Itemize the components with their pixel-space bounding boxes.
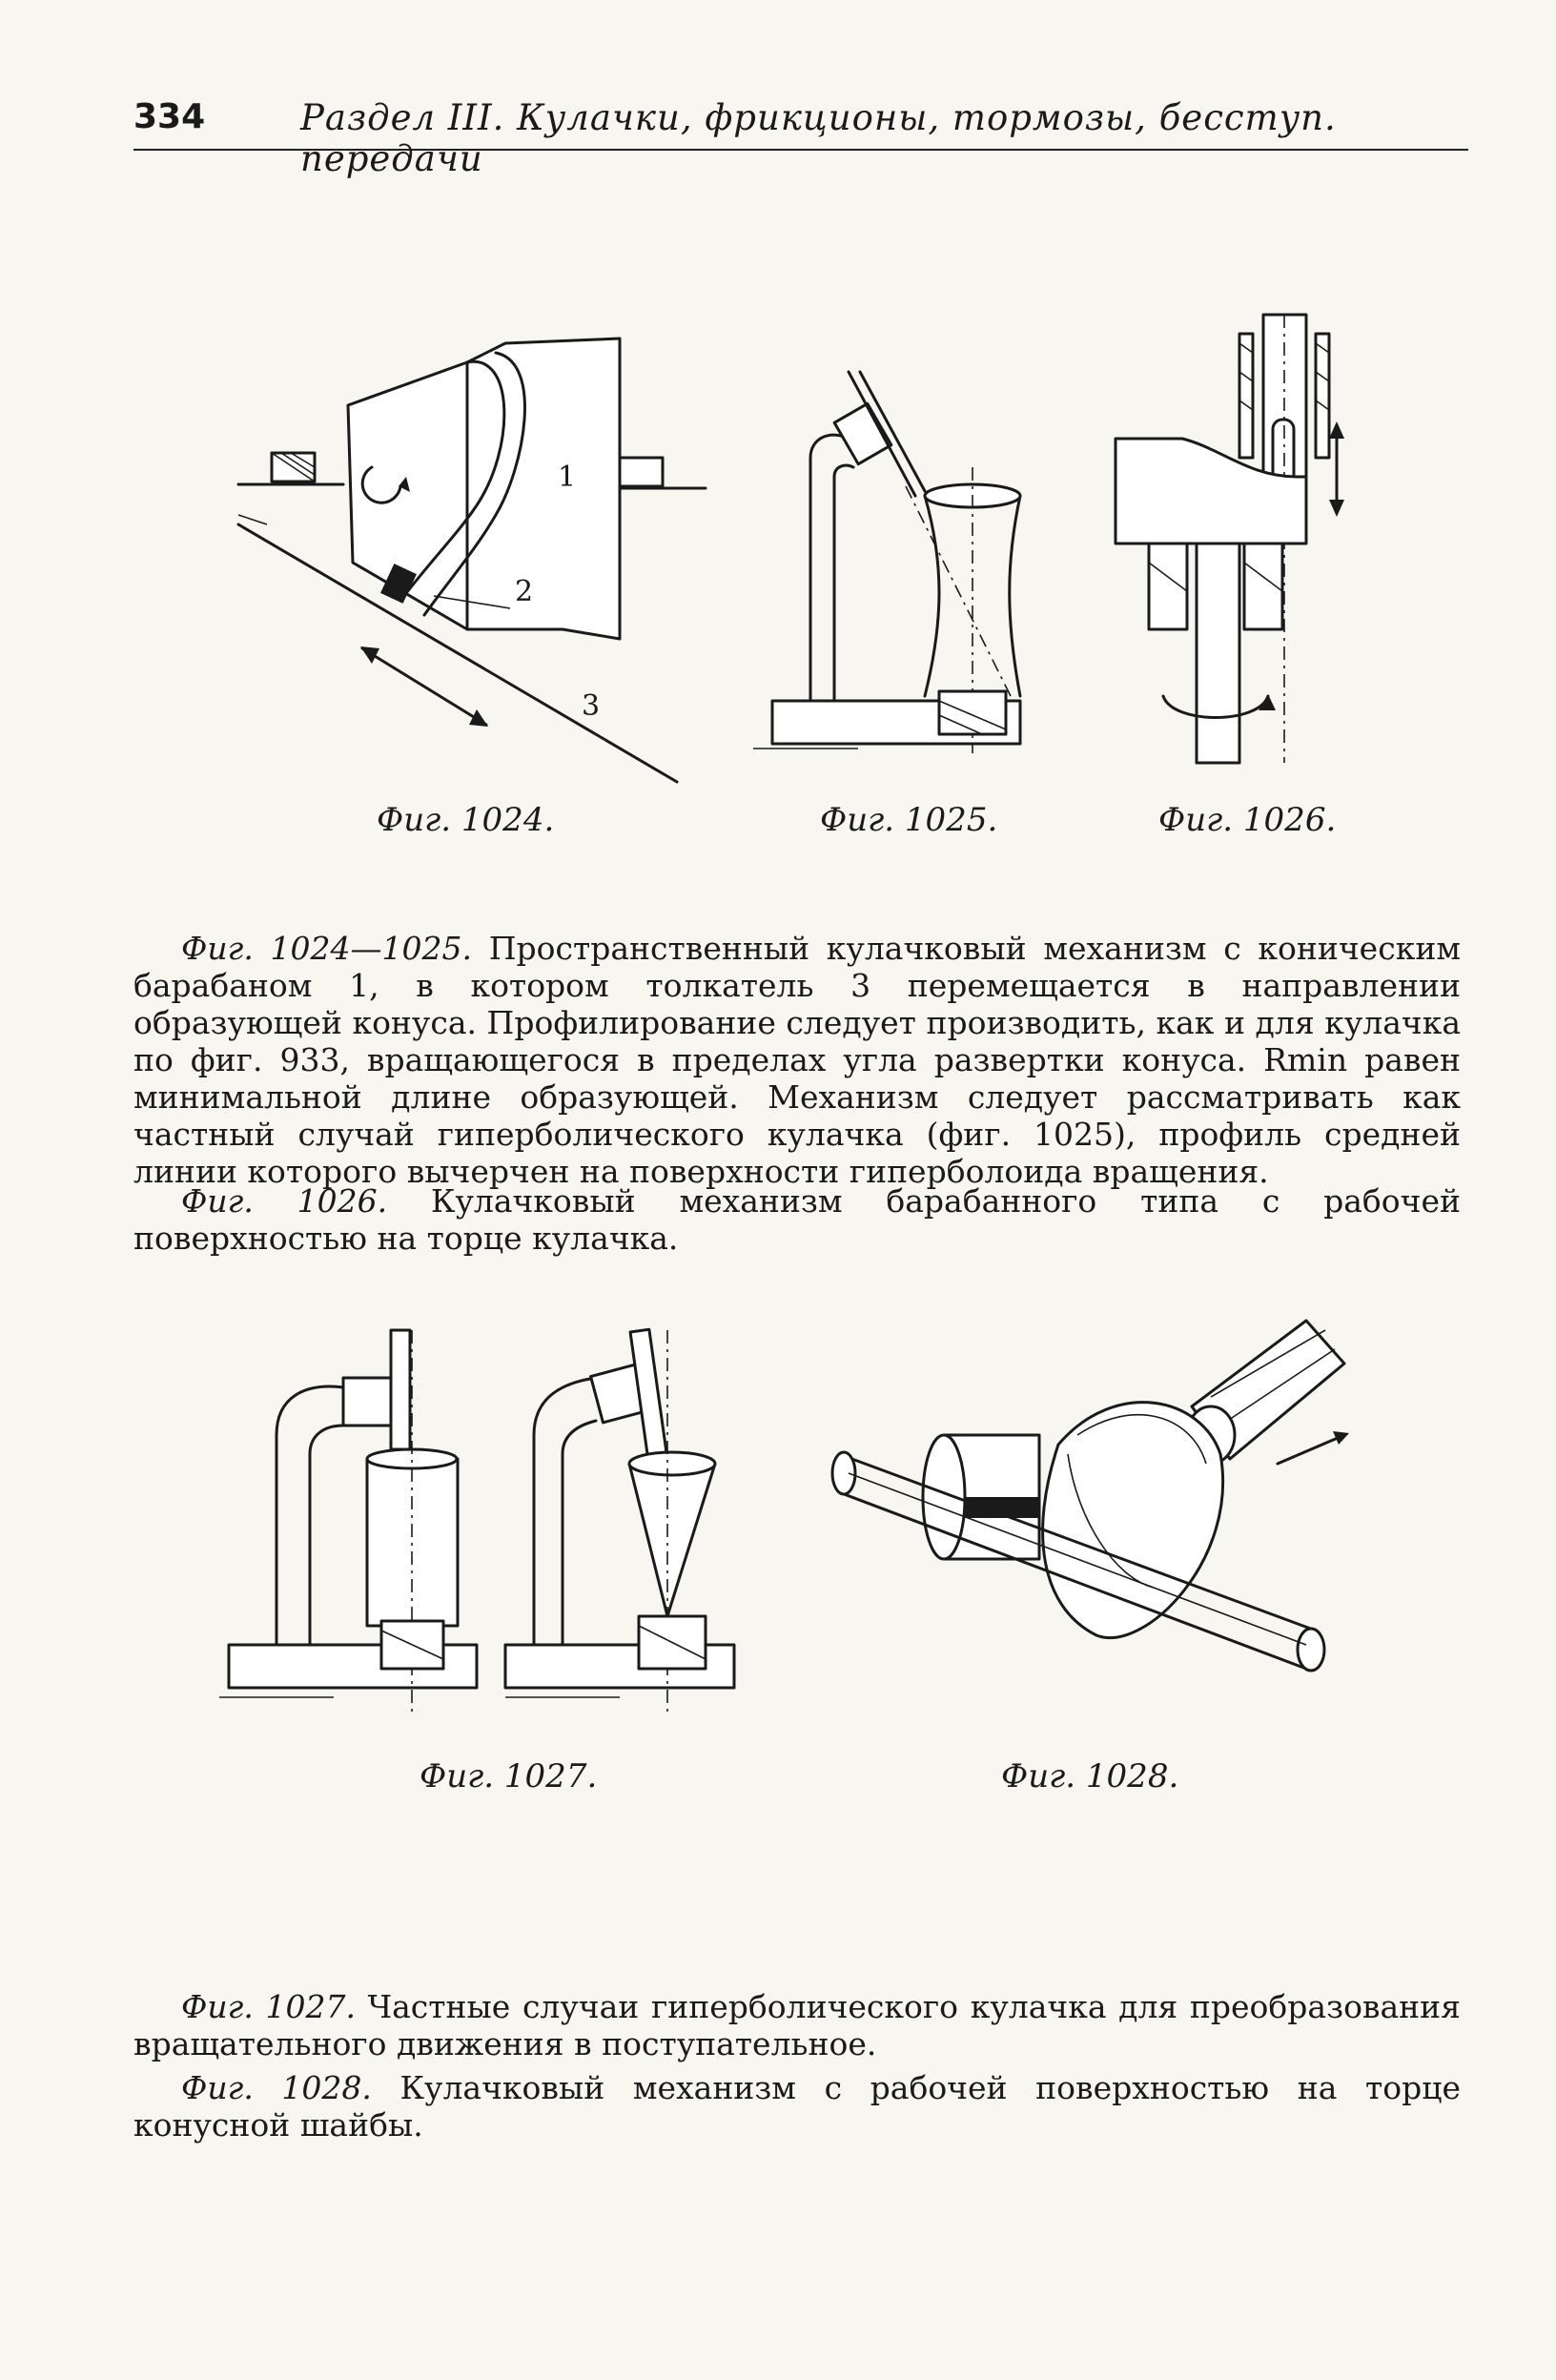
figure-1026-drawing bbox=[1114, 313, 1344, 765]
fig-1027-caption: Фиг. 1027. bbox=[420, 1757, 598, 1795]
paragraph-text: Пространственный кулачковый механизм с к… bbox=[133, 930, 1461, 1190]
figure-1028-drawing bbox=[830, 1319, 1349, 1672]
paragraph-fig-1028: Фиг. 1028. Кулачковый механизм с рабочей… bbox=[133, 2069, 1461, 2144]
roller-label: 2 bbox=[515, 575, 533, 608]
fig-1026-caption: Фиг. 1026. bbox=[1158, 801, 1337, 839]
page-header: 334 Раздел III. Кулачки, фрикционы, торм… bbox=[133, 92, 1468, 179]
paragraph-fig-1024-1025: Фиг. 1024—1025. Пространственный кулачко… bbox=[133, 930, 1461, 1190]
fig-1025-caption: Фиг. 1025. bbox=[820, 801, 998, 839]
paragraph-fig-1026: Фиг. 1026. Кулачковый механизм барабанно… bbox=[133, 1182, 1461, 1257]
fig-1024-caption: Фиг. 1024. bbox=[377, 801, 555, 839]
paragraph-text: Кулачковый механизм с рабочей поверхност… bbox=[133, 2069, 1461, 2144]
paragraph-lead: Фиг. 1027. bbox=[181, 1988, 356, 2025]
drum-label: 1 bbox=[558, 461, 576, 494]
paragraph-text: Кулачковый механизм барабанного типа с р… bbox=[133, 1182, 1461, 1257]
fig-1028-caption: Фиг. 1028. bbox=[1001, 1757, 1179, 1795]
figure-1025-drawing bbox=[753, 370, 1022, 753]
figure-1024-drawing: 1 2 3 bbox=[236, 337, 707, 784]
figure-1027-drawing bbox=[219, 1327, 736, 1712]
paragraph-lead: Фиг. 1026. bbox=[181, 1182, 388, 1220]
follower-label: 3 bbox=[582, 689, 600, 723]
paragraph-lead: Фиг. 1024—1025. bbox=[181, 930, 472, 967]
paragraph-text: Частные случаи гиперболического кулачка … bbox=[133, 1988, 1461, 2062]
running-title: Раздел III. Кулачки, фрикционы, тормозы,… bbox=[300, 97, 1337, 179]
page-number: 334 bbox=[133, 97, 206, 136]
paragraph-lead: Фиг. 1028. bbox=[181, 2069, 372, 2106]
paragraph-fig-1027: Фиг. 1027. Частные случаи гиперболическо… bbox=[133, 1988, 1461, 2062]
